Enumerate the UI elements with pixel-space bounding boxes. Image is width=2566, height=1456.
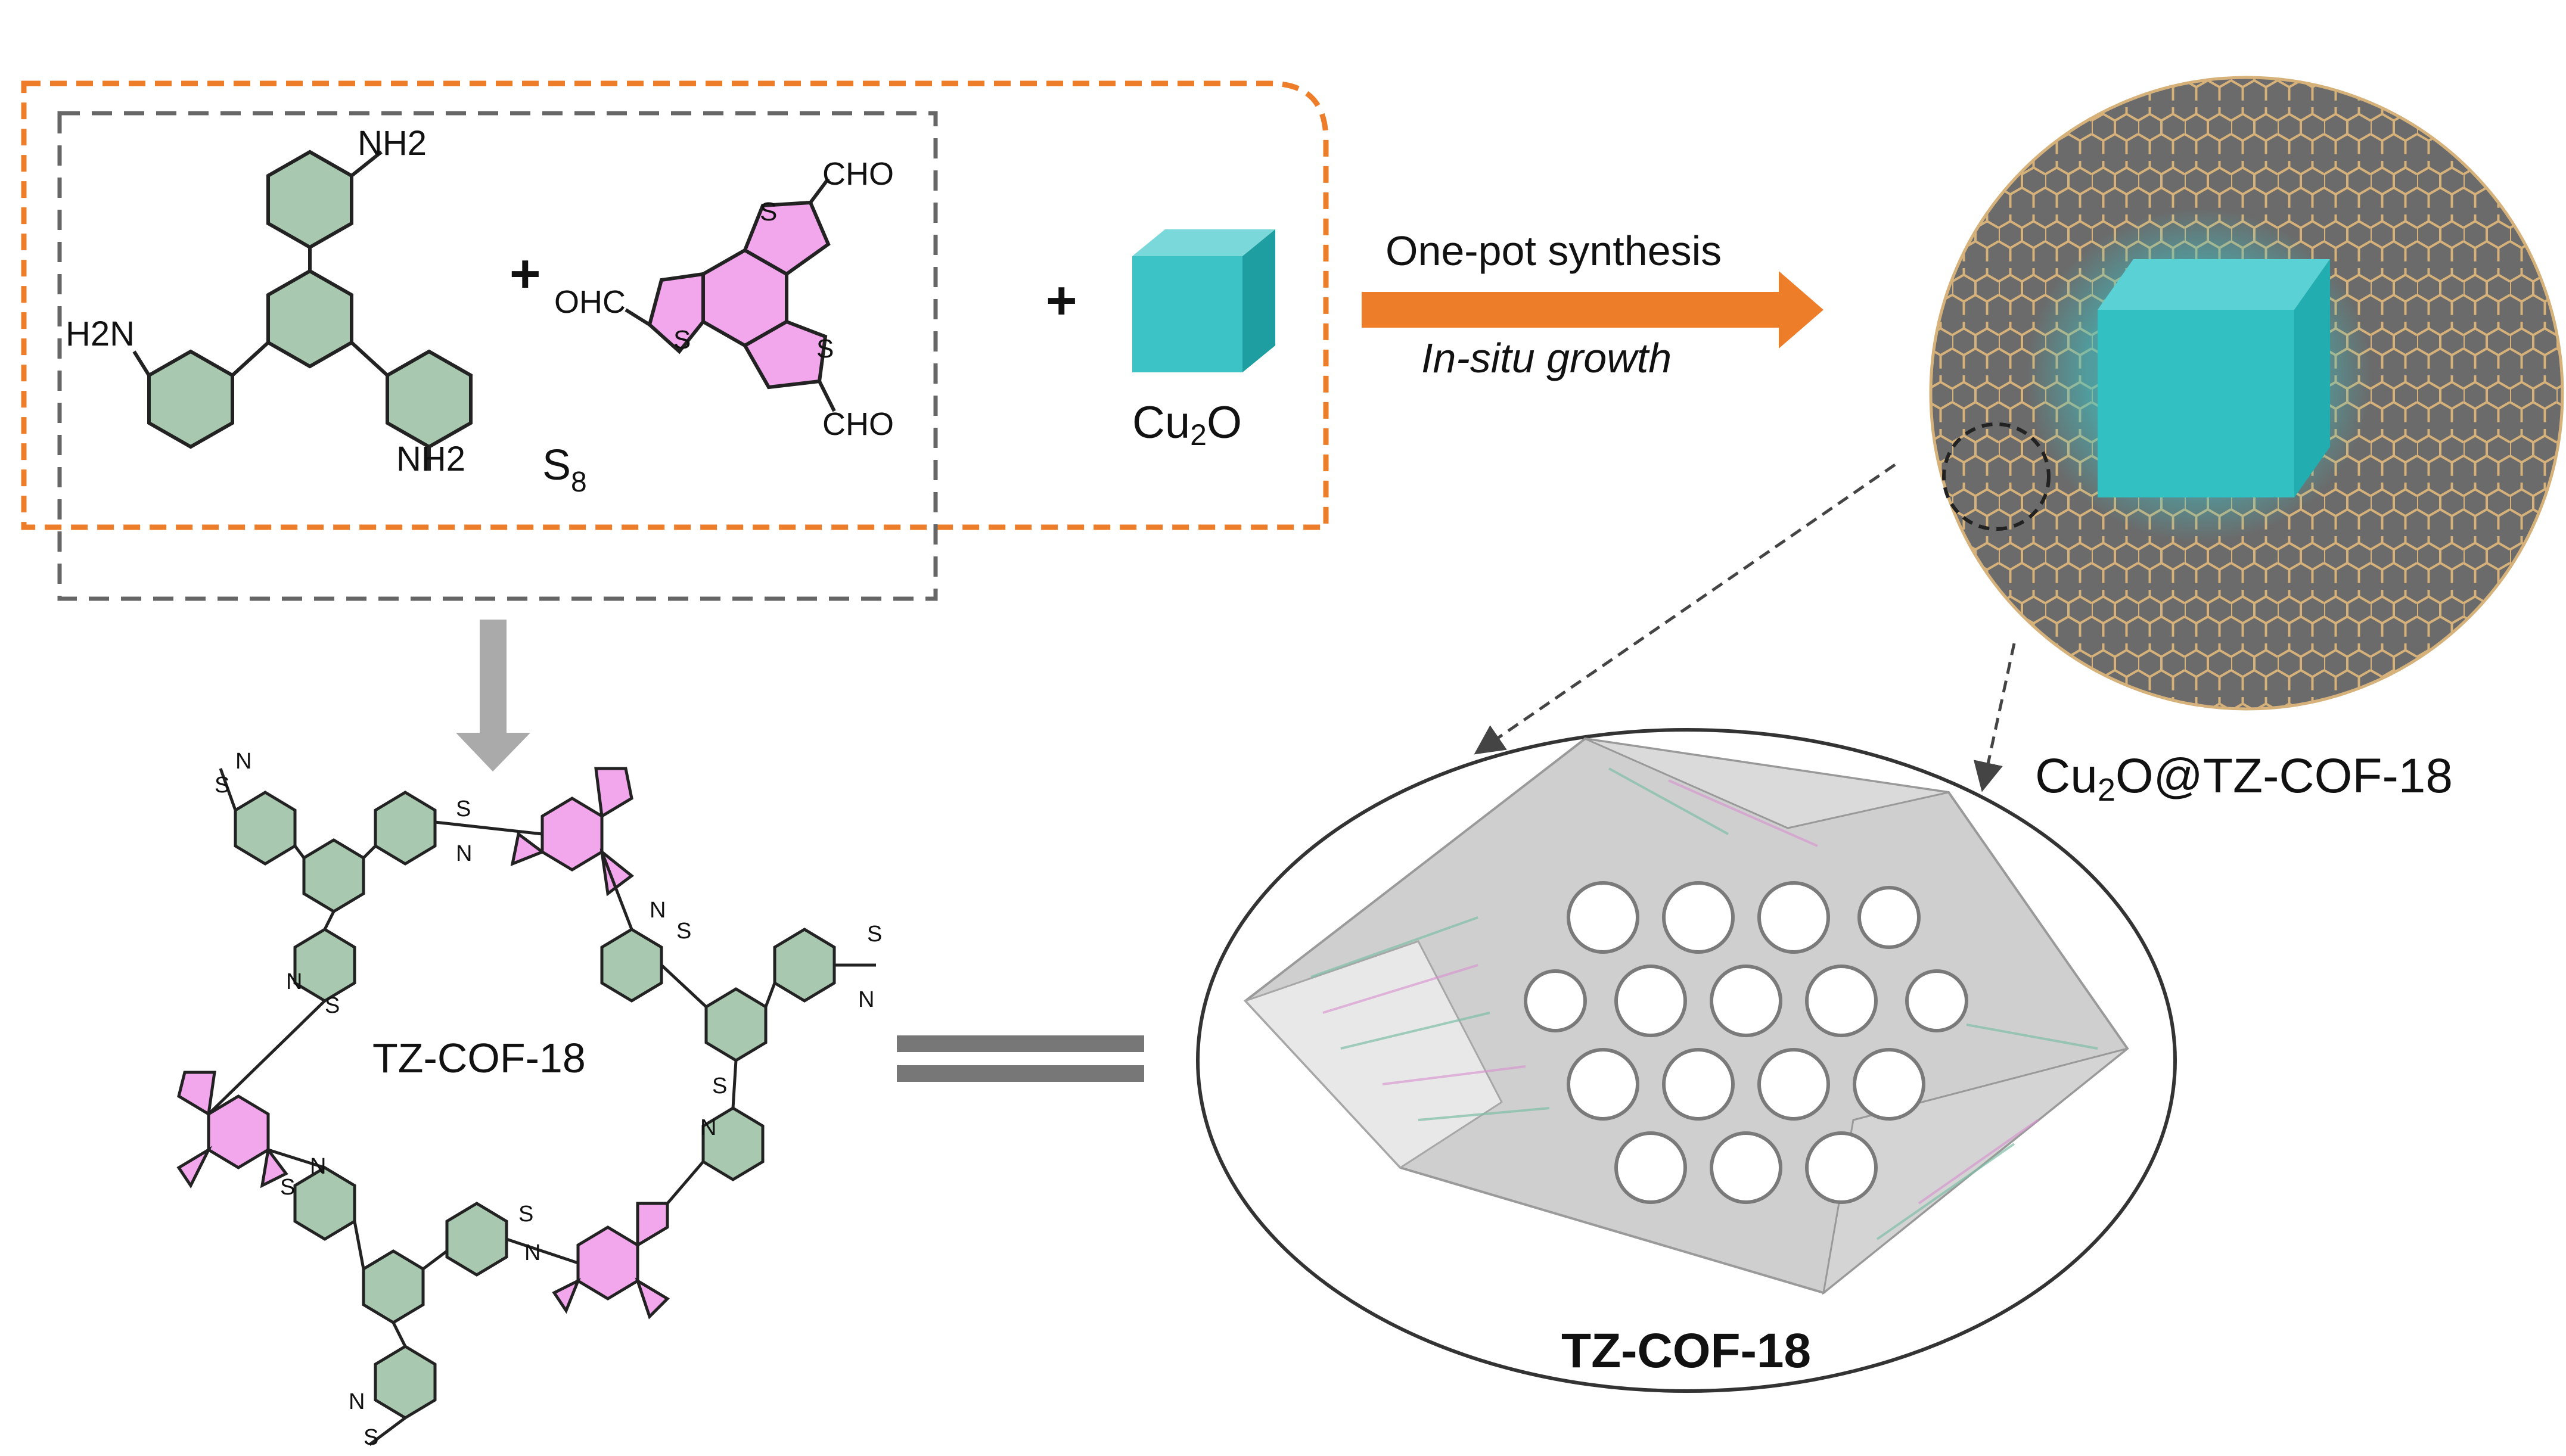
framework-atom-N7: N <box>524 1240 540 1265</box>
framework-atom-S2: S <box>456 797 471 822</box>
ring-sulfur-2: S <box>673 325 691 354</box>
amine-label-left: H2N <box>66 315 135 353</box>
arrow-label-growth: In-situ growth <box>1421 335 1672 381</box>
aldehyde-monomer <box>625 178 836 412</box>
framework-arrow <box>456 620 530 771</box>
arrow-label-synthesis: One-pot synthesis <box>1385 228 1722 274</box>
sulfur-reagent: S8 <box>542 441 587 498</box>
framework-atom-S7: S <box>518 1202 533 1227</box>
cof-framework-structure <box>176 767 876 1446</box>
cu2o-cube-icon <box>1132 229 1275 372</box>
aldehyde-label-bottom: CHO <box>822 406 894 442</box>
monomer-frame-gray <box>57 111 938 601</box>
zoom-connector-left <box>1474 463 1896 755</box>
composite-label: Cu2O@TZ-COF-18 <box>2035 749 2453 808</box>
plus-sign-2: + <box>1046 271 1077 331</box>
plus-sign-1: + <box>510 244 541 304</box>
framework-atom-N4: N <box>286 969 302 994</box>
framework-atom-S5: S <box>867 922 882 947</box>
framework-center-label: TZ-COF-18 <box>372 1035 586 1081</box>
framework-atom-N3: N <box>650 898 666 923</box>
aldehyde-label-left: OHC <box>554 284 626 320</box>
cu2o-cof-sphere <box>1929 76 2564 711</box>
framework-atom-N5: N <box>858 987 874 1012</box>
aldehyde-label-top: CHO <box>822 156 894 192</box>
amine-label-right: NH2 <box>396 440 465 478</box>
framework-atom-S8: S <box>712 1074 727 1099</box>
framework-atom-S1: S <box>215 773 229 798</box>
reaction-frame-orange <box>21 80 1329 530</box>
ring-sulfur-1: S <box>760 197 777 226</box>
framework-atom-S9: S <box>364 1425 378 1450</box>
ring-sulfur-3: S <box>816 334 834 363</box>
framework-atom-N8: N <box>700 1115 716 1140</box>
framework-atom-N9: N <box>349 1389 365 1414</box>
amine-label-top: NH2 <box>358 124 427 163</box>
framework-atom-S4: S <box>325 993 340 1018</box>
synthesis-arrow <box>1362 271 1823 349</box>
zoom-circle <box>1942 422 2051 531</box>
model-label: TZ-COF-18 <box>1561 1324 1811 1378</box>
equals-sign-bottom <box>897 1065 1144 1082</box>
zoom-connector-right <box>1973 643 2016 792</box>
framework-atom-N6: N <box>310 1154 326 1179</box>
framework-atom-S6: S <box>280 1175 295 1200</box>
cu2o-label: Cu2O <box>1132 397 1242 452</box>
framework-atom-N2: N <box>456 841 472 866</box>
framework-atom-S3: S <box>676 919 691 944</box>
triamine-monomer <box>132 150 473 471</box>
cof-3d-model <box>1196 728 2177 1393</box>
framework-atom-N1: N <box>235 749 251 774</box>
equals-sign-top <box>897 1035 1144 1052</box>
